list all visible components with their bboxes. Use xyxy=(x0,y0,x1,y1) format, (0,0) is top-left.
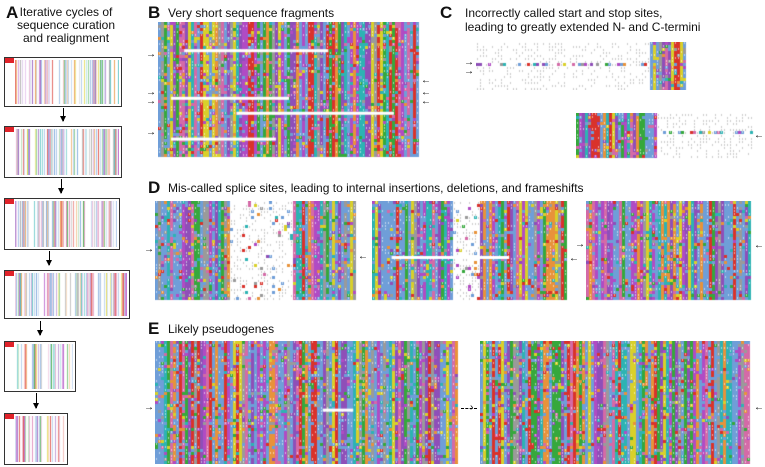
panel-a-letter: A xyxy=(6,3,19,22)
cycle-1-alignment xyxy=(4,57,122,107)
right-pointing-arrow-icon: → xyxy=(146,87,156,98)
cycle-5-alignment xyxy=(4,341,76,392)
right-pointing-arrow-icon: → xyxy=(464,66,474,77)
panel-e-alignment-left xyxy=(155,341,460,464)
thumb-5 xyxy=(15,344,73,389)
alignment-texture xyxy=(480,341,752,464)
alignment-texture xyxy=(576,113,754,159)
panel-d-alignment-1 xyxy=(155,201,358,301)
alignment-texture xyxy=(372,201,568,301)
panel-c-title-line1: Incorrectly called start and stop sites, xyxy=(465,6,663,20)
down-arrow-icon xyxy=(58,179,64,194)
right-pointing-arrow-icon: → xyxy=(146,49,156,60)
right-pointing-arrow-icon: → xyxy=(144,244,154,255)
thumbnail-texture xyxy=(15,416,65,462)
panel-c-n-terminus-alignment xyxy=(476,42,688,90)
right-pointing-arrow-icon: → xyxy=(146,96,156,107)
left-pointing-arrow-icon: ← xyxy=(421,75,431,86)
cycle-3-alignment xyxy=(4,198,120,250)
panel-a-title-line2: sequence curation xyxy=(16,18,116,32)
left-pointing-arrow-icon: ← xyxy=(754,402,764,413)
panel-a-title-line3: and realignment xyxy=(22,31,110,45)
thumb-6 xyxy=(15,416,65,462)
panel-d-title: Mis-called splice sites, leading to inte… xyxy=(168,181,584,195)
left-pointing-arrow-icon: ← xyxy=(754,240,764,251)
thumbnail-texture xyxy=(15,129,119,175)
thumbnail-texture xyxy=(15,60,119,104)
panel-d-letter: D xyxy=(148,178,161,197)
right-pointing-arrow-icon: → xyxy=(144,402,154,413)
right-pointing-arrow-icon: → xyxy=(464,57,474,68)
panel-b-title: Very short sequence fragments xyxy=(168,6,335,20)
dashed-connector xyxy=(461,408,477,409)
left-pointing-arrow-icon: ← xyxy=(569,253,579,264)
panel-e-title: Likely pseudogenes xyxy=(168,322,275,336)
alignment-texture xyxy=(476,42,688,90)
panel-a-title: Iterative cycles of sequence curation an… xyxy=(12,6,120,45)
red-tag xyxy=(5,271,14,276)
cycle-6-alignment xyxy=(4,413,68,465)
panel-c-c-terminus-alignment xyxy=(576,113,754,159)
down-arrow-icon xyxy=(46,251,52,266)
panel-d-alignment-2 xyxy=(372,201,568,301)
panel-e-alignment-right xyxy=(480,341,752,464)
panel-e-letter: E xyxy=(148,319,160,338)
red-tag xyxy=(5,342,14,347)
thumbnail-texture xyxy=(15,344,73,389)
thumb-1 xyxy=(15,60,119,104)
panel-b-letter: B xyxy=(148,3,161,22)
cycle-2-alignment xyxy=(4,126,122,178)
panel-c-title: Incorrectly called start and stop sites,… xyxy=(465,6,700,34)
thumbnail-texture xyxy=(15,201,117,247)
red-tag xyxy=(5,58,14,63)
thumb-4 xyxy=(15,273,127,316)
cycle-4-alignment xyxy=(4,270,130,319)
panel-a-title-line1: Iterative cycles of xyxy=(19,5,113,19)
panel-c-title-line2: leading to greatly extended N- and C-ter… xyxy=(465,20,701,34)
down-arrow-icon xyxy=(60,108,66,122)
panel-c-letter: C xyxy=(440,3,453,22)
alignment-texture xyxy=(155,341,460,464)
alignment-texture xyxy=(155,201,358,301)
left-pointing-arrow-icon: ← xyxy=(421,87,431,98)
left-pointing-arrow-icon: ← xyxy=(754,130,764,141)
alignment-texture xyxy=(158,22,420,158)
thumbnail-texture xyxy=(15,273,127,316)
right-pointing-arrow-icon: › xyxy=(470,402,474,413)
red-tag xyxy=(5,127,14,132)
panel-b-alignment xyxy=(158,22,420,158)
red-tag xyxy=(5,199,14,204)
alignment-texture xyxy=(586,201,752,301)
left-pointing-arrow-icon: ← xyxy=(421,96,431,107)
right-pointing-arrow-icon: → xyxy=(575,239,585,250)
down-arrow-icon xyxy=(33,393,39,409)
right-pointing-arrow-icon: → xyxy=(146,127,156,138)
red-tag xyxy=(5,414,14,419)
thumb-2 xyxy=(15,129,119,175)
left-pointing-arrow-icon: ← xyxy=(358,251,368,262)
panel-d-alignment-3 xyxy=(586,201,752,301)
down-arrow-icon xyxy=(37,321,43,336)
thumb-3 xyxy=(15,201,117,247)
